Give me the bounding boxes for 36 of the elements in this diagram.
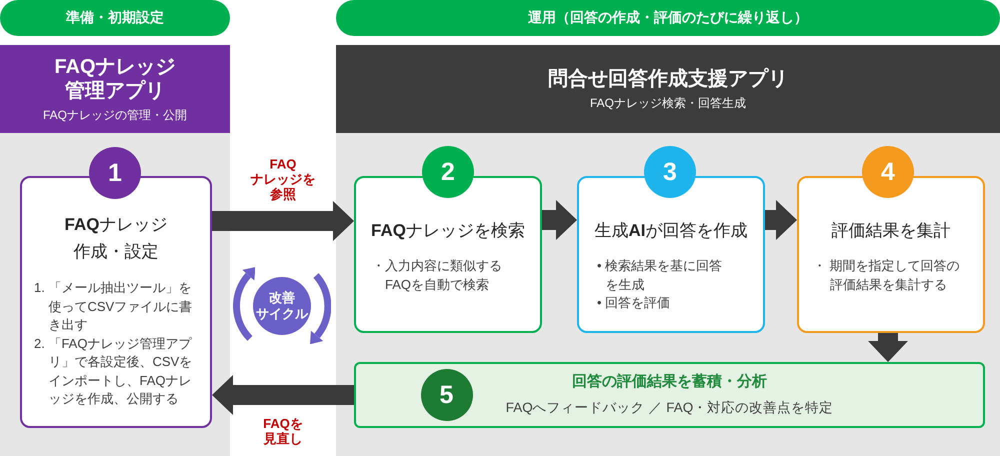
step-title: 評価結果を集計 <box>830 220 952 242</box>
step-card <box>354 362 985 428</box>
step-title: 生成AIが回答を作成 <box>594 220 748 242</box>
list-item: • 回答を評価 <box>597 294 672 312</box>
step-title: 回答の評価結果を蓄積・分析 <box>572 372 767 392</box>
phase-title: 準備・初期設定 <box>66 9 164 27</box>
step-title: FAQナレッジ作成・設定 <box>64 214 168 263</box>
list-item: 2. 「FAQナレッジ管理アプリ」で各設定後、CSVをインポートし、FAQナレッジを作成、公開する <box>34 334 194 408</box>
block-arrow <box>765 200 797 240</box>
cycle-label: 改善サイクル <box>255 290 310 322</box>
app-subtitle: FAQナレッジ検索・回答生成 <box>590 96 746 111</box>
step-number: 3 <box>663 158 677 186</box>
app-subtitle: FAQナレッジの管理・公開 <box>42 108 187 123</box>
phase-title: 運用（回答の作成・評価のたびに繰り返し） <box>528 9 808 27</box>
list-item: • 検索結果を基に回答を生成 <box>597 257 724 294</box>
block-arrow <box>212 201 354 241</box>
app-title: FAQナレッジ管理アプリ <box>53 55 177 103</box>
step-description: FAQへフィードバック ／ FAQ・対応の改善点を特定 <box>506 399 834 417</box>
step-number: 5 <box>440 380 454 408</box>
cycle-badge <box>253 277 311 335</box>
edge-label: FAQナレッジを参照 <box>248 156 318 202</box>
step-number: 4 <box>881 158 895 186</box>
list-item: 1. 「メール抽出ツール」を使ってCSVファイルに書き出す <box>34 279 194 334</box>
block-arrow <box>868 333 908 362</box>
list-item: ・ 期間を指定して回答の評価結果を集計する <box>813 257 961 294</box>
step-number: 1 <box>108 159 122 187</box>
phase-banner <box>336 0 1000 36</box>
list-item: ・入力内容に類似するFAQを自動で検索 <box>372 257 503 294</box>
block-arrow <box>542 200 577 240</box>
app-title: 問合せ回答作成支援アプリ <box>548 67 788 91</box>
app-panel <box>0 45 230 456</box>
app-panel <box>336 45 1000 456</box>
block-arrow <box>212 375 354 415</box>
step-title: FAQナレッジを検索 <box>370 220 526 242</box>
step-number: 2 <box>441 158 455 186</box>
phase-banner <box>0 0 230 36</box>
